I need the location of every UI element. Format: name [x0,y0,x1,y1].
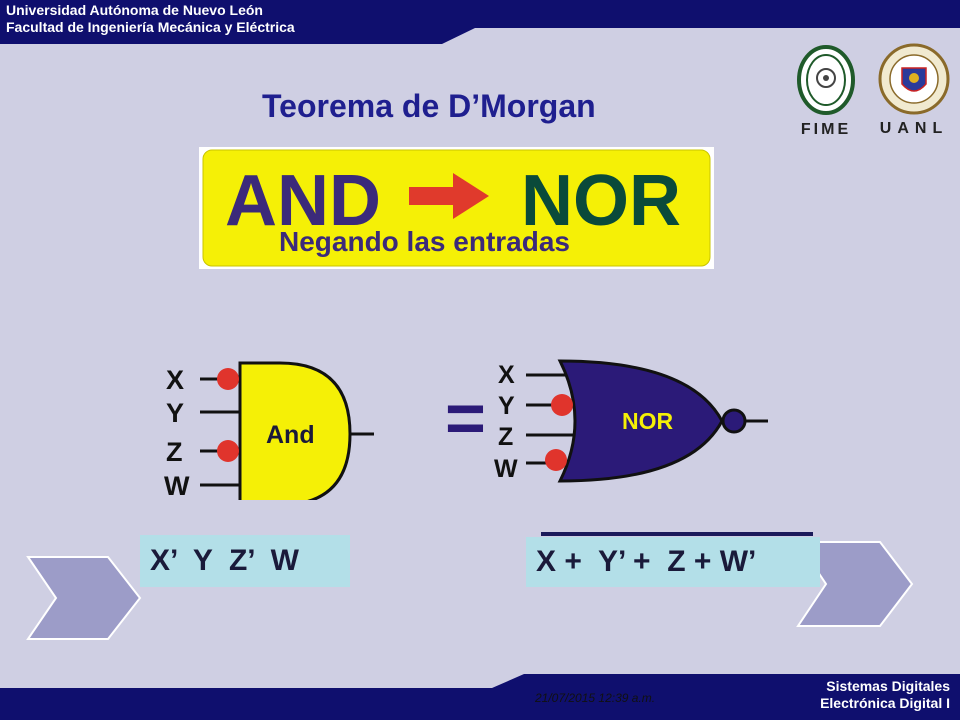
banner-and-to-nor: AND NOR Negando las entradas [199,147,714,269]
and-gate-diagram: X Y Z W And [164,361,374,500]
header-text: Universidad Autónoma de Nuevo León Facul… [6,2,295,36]
uanl-caption: UANL [879,120,949,137]
nor-gate-body [557,359,724,483]
university-name: Universidad Autónoma de Nuevo León [6,2,263,18]
slide-title: Teorema de D’Morgan [262,88,596,124]
footer-course: Sistemas Digitales Electrónica Digital I [820,678,950,712]
banner-and-word: AND [225,161,381,241]
right-chevron-shape [796,541,914,627]
left-expression: X’ Y Z’ W [140,535,350,587]
fime-logo: FIME [796,44,856,138]
nor-input-y: Y [498,392,515,420]
negation-overbar [541,532,813,536]
banner-subtitle: Negando las entradas [279,226,570,257]
nor-input-w: W [494,455,518,483]
nor-output-bubble [721,408,747,434]
and-input-x-bubble [217,368,239,390]
nor-input-w-bubble [545,449,567,471]
banner-nor-word: NOR [521,161,681,241]
footer-datetime: 21/07/2015 12:39 a.m. [535,691,656,705]
and-input-y: Y [166,398,184,428]
and-input-w: W [164,471,190,500]
and-input-z-bubble [217,440,239,462]
nor-gate-diagram: X Y Z W NOR [494,359,768,483]
nor-gate-label: NOR [622,408,674,434]
faculty-name: Facultad de Ingeniería Mecánica y Eléctr… [6,19,295,35]
and-input-z: Z [166,437,183,467]
left-chevron-shape [26,556,142,640]
uanl-logo: UANL [878,42,950,137]
course-name-2: Electrónica Digital I [820,695,950,711]
and-input-x: X [166,365,184,395]
nor-input-x: X [498,361,515,389]
nor-input-y-bubble [551,394,573,416]
right-expression: X + Y’ + Z + W’ [526,537,820,587]
header-bar [0,0,960,44]
footer-bar [0,674,960,720]
course-name-1: Sistemas Digitales [826,678,950,694]
equals-sign: = [445,379,486,457]
fime-caption: FIME [800,121,852,138]
and-gate-label: And [266,421,315,449]
nor-input-z: Z [498,423,513,451]
and-gate-body [238,361,352,500]
red-arrow-icon [409,173,489,219]
